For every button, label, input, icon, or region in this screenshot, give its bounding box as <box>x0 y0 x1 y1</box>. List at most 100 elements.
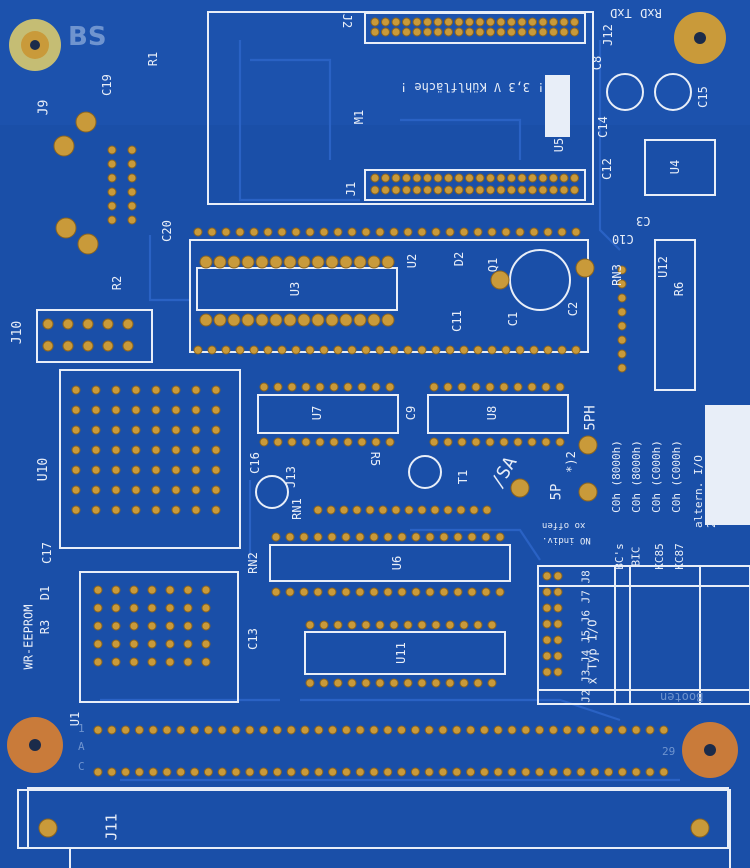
pad <box>176 725 186 735</box>
pad <box>255 313 269 327</box>
pad <box>71 505 81 515</box>
pad <box>171 405 181 415</box>
pad <box>507 725 517 735</box>
designator-u5: U5 <box>552 137 567 153</box>
pad <box>131 385 141 395</box>
pad <box>499 382 509 392</box>
designator-c3: C3 <box>636 214 651 228</box>
label-mode-3: KC85 <box>652 543 666 570</box>
pad <box>538 17 548 27</box>
designator-r2: R2 <box>110 275 125 291</box>
pad <box>410 725 420 735</box>
pad <box>333 678 343 688</box>
pad <box>91 485 101 495</box>
designator-u11: U11 <box>393 642 408 664</box>
pad <box>495 587 505 597</box>
label-mode-2: BIC <box>629 546 643 567</box>
pad <box>171 485 181 495</box>
pad <box>369 767 379 777</box>
pad <box>93 657 103 667</box>
designator-q1: Q1 <box>486 257 501 273</box>
pad <box>617 363 627 373</box>
pad <box>165 585 175 595</box>
pad <box>535 725 545 735</box>
jumper-table <box>538 566 750 704</box>
pad <box>645 767 655 777</box>
pad <box>371 382 381 392</box>
pad <box>543 345 553 355</box>
pad <box>542 571 552 581</box>
pad <box>459 227 469 237</box>
pad <box>457 437 467 447</box>
pad <box>305 620 315 630</box>
traces <box>100 40 680 782</box>
pad <box>165 639 175 649</box>
label-star2: *)2 <box>563 451 578 473</box>
pad <box>201 639 211 649</box>
designator-j12: J12 <box>600 24 615 46</box>
pad <box>129 585 139 595</box>
pad <box>423 27 432 37</box>
pad <box>355 767 365 777</box>
label-edge-1: 1 <box>78 722 85 735</box>
pad <box>517 173 527 183</box>
pad <box>397 725 407 735</box>
pad <box>493 725 503 735</box>
pad <box>199 313 213 327</box>
pad <box>211 485 221 495</box>
pad <box>190 767 200 777</box>
pad <box>465 27 474 37</box>
pad <box>171 465 181 475</box>
pad <box>467 587 477 597</box>
pad <box>62 340 74 352</box>
pad <box>444 27 453 37</box>
pad <box>417 678 427 688</box>
pad <box>617 767 627 777</box>
pad <box>445 678 455 688</box>
pad <box>111 639 121 649</box>
pad <box>423 173 432 183</box>
pad <box>93 639 103 649</box>
pad <box>361 345 371 355</box>
pad <box>121 767 131 777</box>
label-mode-val-3: C0h (C000h) <box>649 440 663 513</box>
pad <box>71 425 81 435</box>
pad <box>77 233 99 255</box>
pad <box>381 313 395 327</box>
pad <box>412 185 422 195</box>
label-indiv: NO indiv. <box>542 535 591 545</box>
pad <box>329 382 339 392</box>
pad <box>211 505 221 515</box>
pad <box>107 159 117 169</box>
pad <box>259 437 269 447</box>
pad <box>367 255 381 269</box>
pad <box>517 185 527 195</box>
pad <box>259 725 269 735</box>
pad <box>402 185 411 195</box>
pad <box>412 173 422 183</box>
pad <box>191 445 201 455</box>
pad <box>397 587 407 597</box>
pad <box>521 725 531 735</box>
pad <box>201 657 211 667</box>
designator-rn1: RN1 <box>289 498 304 520</box>
pad <box>543 227 553 237</box>
pad <box>313 532 323 542</box>
pad <box>193 227 203 237</box>
pad <box>171 445 181 455</box>
designator-c12: C12 <box>599 158 614 180</box>
pad <box>570 17 579 27</box>
pad <box>444 17 453 27</box>
pad <box>459 620 469 630</box>
pad <box>151 485 161 495</box>
pad <box>286 725 296 735</box>
pad <box>107 215 117 225</box>
pad <box>578 482 598 502</box>
pad <box>528 185 537 195</box>
pad <box>381 27 390 37</box>
pad <box>507 27 516 37</box>
pad <box>111 603 121 613</box>
pad <box>528 173 537 183</box>
pad <box>287 437 297 447</box>
designator-j11: J11 <box>102 813 121 841</box>
